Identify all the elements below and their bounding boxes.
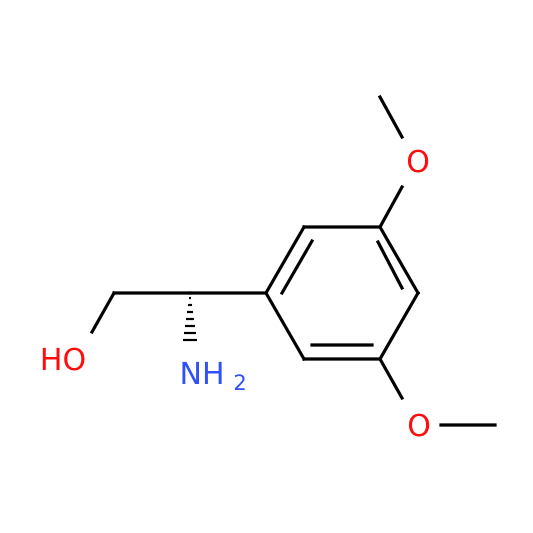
bond-top-oxygen-to-methyl (377, 94, 405, 140)
bond-ring-to-top-oxygen (377, 184, 405, 230)
benzene-ring (263, 224, 421, 362)
ring-double-bond-left (279, 238, 315, 296)
hashed-wedge-bond (183, 296, 197, 342)
ring-bond-top-left (263, 224, 307, 296)
hydroxyl-label: HO (40, 343, 86, 378)
ring-bond-bottom-right (377, 290, 421, 362)
ring-bond-top-right (377, 224, 421, 296)
ring-double-bond-right (375, 239, 405, 291)
bond-ring-to-bottom-oxygen (377, 356, 405, 401)
top-oxygen-label: O (406, 145, 430, 180)
amine-label: NH (180, 357, 225, 392)
bond-ch2-to-hydroxyl (89, 290, 117, 335)
amine-subscript: 2 (233, 371, 246, 395)
ring-bond-bottom-left (263, 290, 307, 362)
bottom-oxygen-label: O (407, 409, 431, 444)
